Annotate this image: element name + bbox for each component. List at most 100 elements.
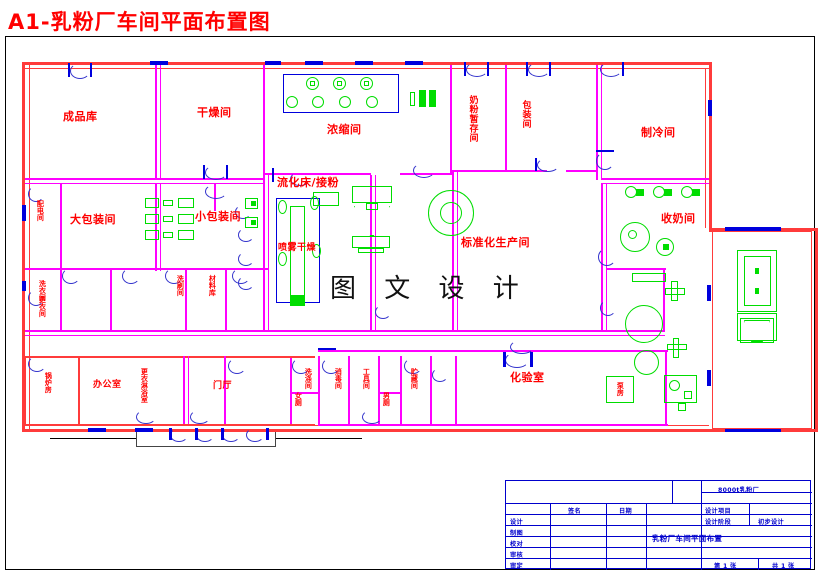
tb-row-review: 审核 <box>510 552 523 559</box>
door-swing-lab[interactable] <box>28 186 44 202</box>
door-swing-32[interactable] <box>600 300 616 316</box>
entrance-door-4[interactable] <box>246 428 264 442</box>
window-ext-top <box>725 227 781 231</box>
room-label-fluid-bed-powder: 流化床/接粉 <box>277 176 340 189</box>
bottom-v-1 <box>78 356 80 426</box>
door-swing-23[interactable] <box>404 358 422 374</box>
door-swing-8[interactable] <box>537 158 559 172</box>
door-swing-10[interactable] <box>596 152 614 170</box>
door-swing-24[interactable] <box>432 368 448 382</box>
door-swing-25[interactable] <box>505 352 529 368</box>
tb-h-1 <box>506 503 812 504</box>
entrance-leaf-2[interactable] <box>195 428 198 440</box>
packing-line-3a <box>145 230 159 240</box>
room-label-changing-shower: 更衣淋浴室 <box>140 368 149 403</box>
door-swing-13[interactable] <box>62 268 80 284</box>
door-leaf-10[interactable] <box>596 150 614 152</box>
door-swing-31[interactable] <box>238 276 254 290</box>
partition-h-8 <box>601 178 709 180</box>
window-top-5 <box>405 61 423 65</box>
door-swing-19[interactable] <box>362 410 382 424</box>
partition-v-16 <box>457 172 458 330</box>
cyclone-1 <box>278 200 287 214</box>
door-leaf-9[interactable] <box>622 62 624 76</box>
cyclone-4 <box>312 244 321 258</box>
bottom-v-9 <box>400 356 402 426</box>
door-leaf-2[interactable] <box>203 165 205 179</box>
partition-v-12 <box>268 175 269 330</box>
entrance-leaf-3[interactable] <box>221 428 224 440</box>
partition-v-21 <box>185 270 187 330</box>
door-leaf-6b[interactable] <box>487 62 489 76</box>
entrance-leaf-4[interactable] <box>266 428 269 440</box>
door-swing-2[interactable] <box>205 165 227 180</box>
door-leaf-7b[interactable] <box>549 62 551 76</box>
packing-line-1a <box>145 198 159 208</box>
milk-tank-round-2-in <box>663 244 669 250</box>
partition-h-2b <box>155 183 265 184</box>
door-leaf-4[interactable] <box>272 168 274 182</box>
room-label-wc-women: 女厕 <box>294 392 303 406</box>
tb-v-4 <box>701 481 702 570</box>
packing-line-2a <box>145 214 159 224</box>
tb-v-7 <box>758 558 759 570</box>
tb-v-3 <box>646 503 647 570</box>
door-swing-28[interactable] <box>235 205 251 219</box>
window-top-4 <box>355 61 373 65</box>
bottom-v-7 <box>348 356 350 426</box>
watermark-text: 图 文 设 计 <box>330 274 529 304</box>
door-swing-4[interactable] <box>290 172 310 186</box>
step-line-left <box>50 438 136 439</box>
door-leaf-1b[interactable] <box>90 63 92 77</box>
window-left-1 <box>22 205 26 221</box>
room-label-concentration-room: 浓缩间 <box>327 123 362 136</box>
entrance-leaf-1[interactable] <box>169 428 172 440</box>
milk-silo-1 <box>625 305 663 343</box>
door-leaf-25b[interactable] <box>530 352 533 367</box>
room-label-refrigeration-room: 制冷间 <box>641 126 676 139</box>
door-swing-18[interactable] <box>190 410 210 424</box>
partition-v-20 <box>110 270 112 330</box>
door-leaf-1[interactable] <box>68 63 70 77</box>
room-label-tool-room: 工具间 <box>362 368 371 389</box>
partition-h-1b <box>25 183 157 184</box>
window-right-3 <box>707 370 711 386</box>
small-packer-1-part <box>251 201 256 206</box>
door-swing-29[interactable] <box>238 228 254 242</box>
door-swing-17[interactable] <box>136 410 156 424</box>
door-swing-21[interactable] <box>292 358 310 374</box>
tb-row-approve: 审定 <box>510 563 523 570</box>
door-swing-26[interactable] <box>510 340 534 354</box>
tb-col-date: 日期 <box>619 508 632 515</box>
page-border <box>5 36 815 570</box>
partition-h-5 <box>452 170 506 172</box>
door-leaf-7[interactable] <box>526 62 528 76</box>
door-leaf-8[interactable] <box>535 158 537 171</box>
tb-sheet-total: 共 1 张 <box>772 563 795 570</box>
door-swing-14[interactable] <box>165 268 183 284</box>
partition-v-3 <box>263 65 265 175</box>
door-swing-9[interactable] <box>600 62 622 77</box>
bottom-v-2 <box>183 356 185 426</box>
door-leaf-25[interactable] <box>503 352 506 367</box>
door-leaf-6[interactable] <box>464 62 466 76</box>
door-swing-1[interactable] <box>70 63 90 79</box>
door-swing-20[interactable] <box>228 358 246 374</box>
door-swing-6[interactable] <box>466 62 488 77</box>
bottom-v-11 <box>455 356 457 426</box>
cross-valve-2b <box>673 338 679 358</box>
room-label-entrance-hall: 门厅 <box>213 381 233 391</box>
partition-h-6 <box>505 170 547 172</box>
door-swing-33[interactable] <box>375 305 391 319</box>
door-swing-30[interactable] <box>238 252 254 266</box>
door-swing-3[interactable] <box>205 184 227 199</box>
door-swing-5[interactable] <box>413 163 435 178</box>
door-swing-16[interactable] <box>28 356 46 372</box>
door-swing-11[interactable] <box>598 248 616 266</box>
door-swing-22[interactable] <box>322 358 340 374</box>
door-leaf-2b[interactable] <box>226 165 228 179</box>
door-swing-12[interactable] <box>122 268 140 284</box>
door-swing-27[interactable] <box>28 290 44 306</box>
door-swing-7[interactable] <box>528 62 550 77</box>
